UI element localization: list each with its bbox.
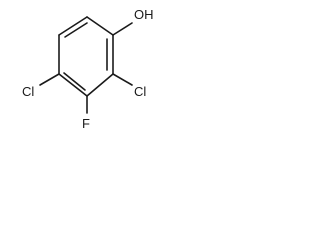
bond-to-cl-ortho bbox=[112, 73, 133, 86]
label-oh: OH bbox=[134, 7, 154, 22]
benzene-ring bbox=[58, 16, 114, 97]
double-bond-inner-bottom-left bbox=[63, 72, 86, 91]
ring-bond-c6-c1 bbox=[86, 16, 114, 36]
label-cl-para: Cl bbox=[22, 84, 34, 99]
molecule-drawing: OH Cl F Cl bbox=[22, 7, 154, 131]
structure-diagram: OH Cl F Cl bbox=[0, 0, 170, 138]
label-f: F bbox=[82, 116, 90, 131]
ring-bond-c2-c3 bbox=[86, 73, 114, 97]
bond-to-cl-para bbox=[39, 73, 60, 86]
ring-bond-c3-c4 bbox=[58, 73, 88, 97]
bond-to-oh bbox=[112, 22, 133, 36]
ring-bond-c5-c6 bbox=[58, 16, 88, 36]
double-bond-inner-top bbox=[64, 22, 88, 38]
label-cl-ortho: Cl bbox=[134, 84, 146, 99]
